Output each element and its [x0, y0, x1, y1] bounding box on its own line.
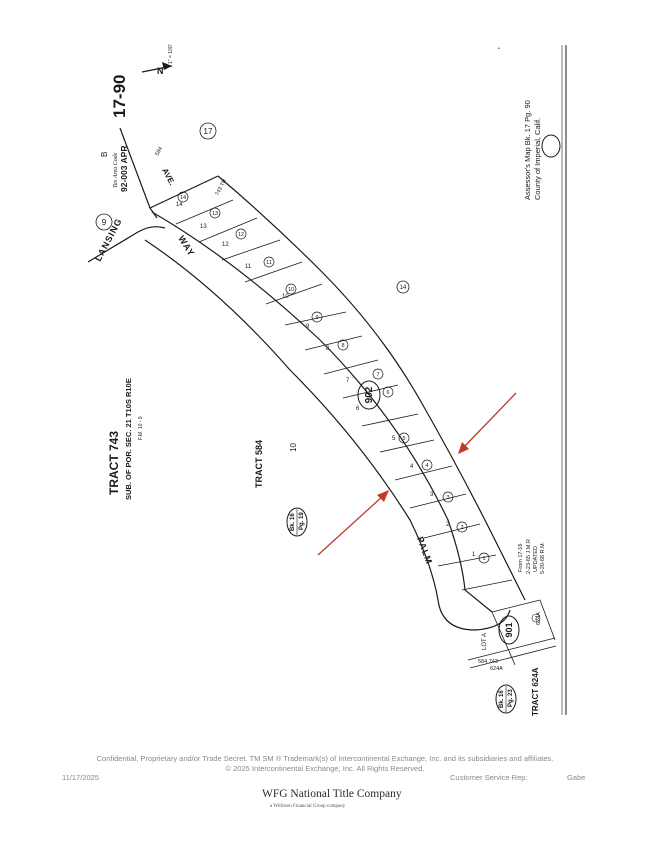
from-note-4: 5-20-68 R.M.	[540, 541, 546, 574]
lot-number: 10	[282, 294, 289, 300]
parcel-901-label: 901	[504, 622, 514, 637]
confidential-notice: Confidential, Proprietary and/or Trade S…	[96, 754, 554, 763]
lot-lines	[175, 199, 557, 669]
lot-number: 7	[346, 378, 350, 384]
parcel-number: 7	[376, 372, 379, 378]
scale-label: 1" = 100'	[168, 44, 174, 64]
parcel-number: 10	[288, 287, 294, 293]
parcel-number: 1	[482, 556, 485, 562]
tax-area-letter: B	[100, 152, 109, 157]
from-note-1: From 17-16	[518, 544, 524, 572]
book-ref-2-line2: Pg. 23	[508, 689, 514, 707]
red-arrow-lower	[317, 490, 389, 556]
lot-number: 4	[410, 464, 414, 470]
assessor-county: County of Imperial, Calif.	[533, 118, 542, 200]
svg-text:.: .	[352, 374, 354, 380]
book-ref-1: Bk. 16 Pg. 19	[286, 507, 308, 537]
street-palm: PALM	[415, 535, 434, 566]
parcel-number: 14	[180, 195, 186, 201]
lot-number: 14	[176, 202, 183, 208]
circle-17: 17	[199, 122, 217, 140]
revision-note: From 17-16 2-23-65 J.M.R UPDATED 5-20-68…	[518, 539, 546, 574]
lot-number: 9	[306, 324, 310, 330]
page-number: 17-90	[110, 75, 129, 118]
book-ref-1-line1: Bk. 16	[290, 513, 296, 531]
tract-743-fm: F.M. 10 - 9	[138, 416, 144, 440]
rep-label: Customer Service Rep:	[450, 773, 528, 782]
circle-17-label: 17	[204, 127, 213, 136]
parcel-number: 8	[341, 343, 344, 349]
tract-743-sub: SUB. OF POR. SEC. 21 T10S R10E	[124, 378, 133, 500]
book-ref-2: Bk. 16 Pg. 23	[495, 684, 517, 714]
lot-number: 8	[326, 346, 330, 352]
parcel-number: 12	[238, 232, 244, 238]
parcel-902-label: 902	[364, 386, 375, 403]
tract-584-top: 584	[154, 146, 164, 157]
lot-number: 13	[200, 224, 207, 230]
from-note-3: UPDATED	[533, 546, 539, 572]
circle-14: 14	[396, 280, 410, 294]
lot-number: 3	[430, 492, 434, 498]
parcel-number: 9	[315, 315, 318, 321]
tract-743-title: TRACT 743	[107, 431, 121, 495]
lot-number: 1	[472, 552, 476, 558]
svg-text:•: •	[498, 46, 500, 52]
tax-area-code: 92-003 APR	[119, 146, 129, 192]
lot-number: 5	[392, 436, 396, 442]
circle-14-label: 14	[400, 285, 407, 291]
circle-9-label: 9	[102, 218, 107, 227]
tract-743-top: 743 TR	[214, 178, 228, 197]
red-arrow-upper	[458, 392, 517, 454]
parcel-901-number: 1	[535, 616, 538, 622]
lot-number: 2	[446, 522, 450, 528]
label-624a-2: 624A	[536, 612, 542, 625]
parcel-number: 11	[266, 260, 272, 266]
book-ref-1-line2: Pg. 19	[299, 512, 305, 530]
parcel-circles	[177, 191, 490, 564]
book-ref-2-line1: Bk. 16	[499, 690, 505, 708]
street-ave: AVE.	[160, 167, 176, 187]
parcel-number: 3	[446, 495, 449, 501]
label-584-743: 584 743	[478, 659, 498, 665]
north-label: N	[157, 66, 164, 76]
logo-tagline: a Williston Financial Group company	[270, 804, 346, 809]
lot-number: 11	[245, 264, 252, 270]
rep-name: Gabe	[567, 773, 586, 782]
assessor-parcel-map: • N 1" = 100' 17-90 B Tax Area Code 92-0…	[87, 44, 567, 716]
parcel-number: 5	[402, 436, 405, 442]
north-arrow-icon: N 1" = 100'	[141, 44, 174, 76]
company-logo: WFG National Title Company a Williston F…	[240, 775, 410, 825]
parcel-number: 13	[212, 211, 218, 217]
copyright-notice: © 2025 Intercontinental Exchange, Inc. A…	[225, 764, 425, 773]
from-note-2: 2-23-65 J.M.R	[526, 539, 532, 574]
road-outlines	[87, 127, 526, 631]
tax-area-label: Tax Area Code	[113, 152, 119, 188]
parcel-number: 4	[425, 463, 428, 469]
tract-584-title: TRACT 584	[254, 440, 264, 488]
lot-numbers: 14 13 12 11 10 9 8 7 6 5 4 3 2 1	[176, 202, 476, 558]
label-624a-1: 624A	[490, 666, 503, 672]
assessor-title: Assessor's Map Bk. 17 Pg. 90	[523, 100, 532, 200]
logo-name: WFG National Title Company	[262, 788, 402, 800]
parcel-901: 901 1	[498, 613, 541, 645]
parcel-902: 902	[357, 380, 381, 410]
parcel-numbers: 14 13 12 11 10 9 8 7 6 5 4 3 2 1	[180, 195, 486, 562]
lot-10-label: 10	[289, 443, 298, 452]
lot-number: 12	[222, 242, 229, 248]
assessor-oval	[541, 134, 561, 158]
tract-624a: TRACT 624A	[531, 667, 540, 716]
lot-a-label: LOT A	[482, 633, 488, 650]
parcel-number: 6	[386, 390, 389, 396]
circle-9: 9	[95, 213, 113, 231]
parcel-number: 2	[460, 525, 463, 531]
lot-number: 6	[356, 406, 360, 412]
print-date: 11/17/2025	[62, 773, 99, 782]
